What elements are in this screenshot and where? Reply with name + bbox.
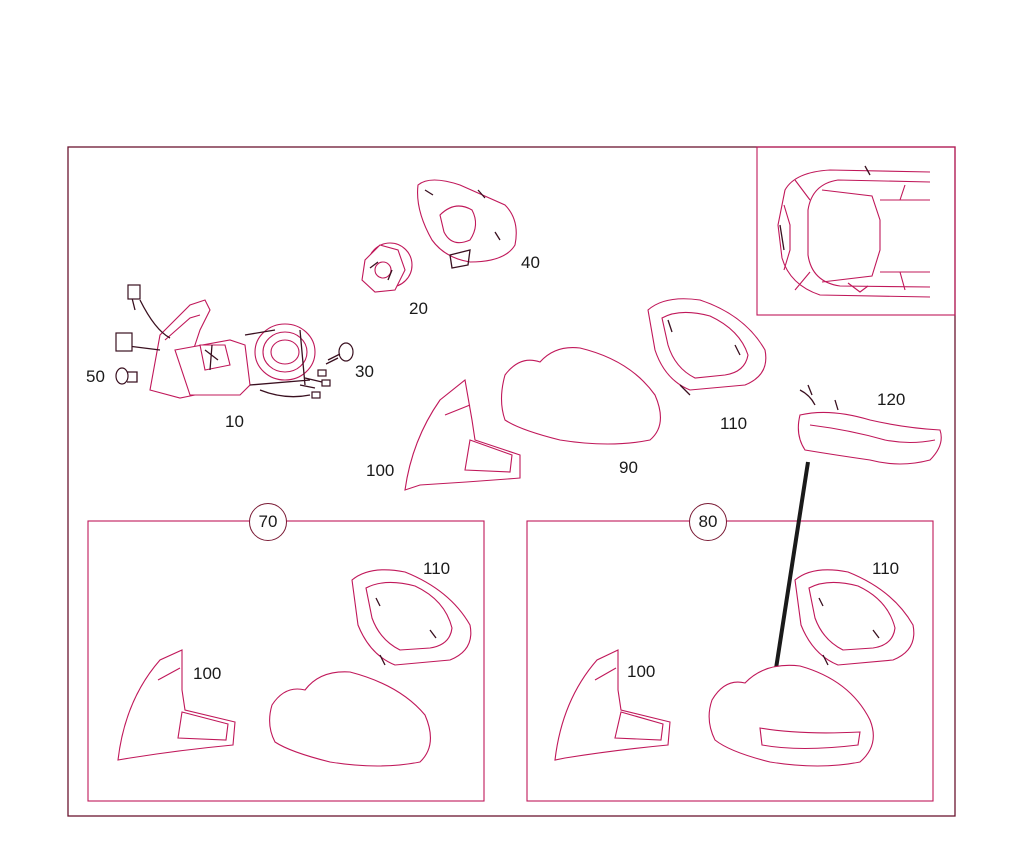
group-80-cover-cap xyxy=(708,664,874,767)
group-70-part-label-110: 110 xyxy=(423,559,451,578)
part-120-turn-signal xyxy=(797,384,942,465)
part-100-base-cover xyxy=(404,378,521,491)
group-70-part-label-100: 100 xyxy=(193,664,222,683)
part-40-mirror-glass xyxy=(417,179,517,269)
group-70-housing-frame xyxy=(351,569,472,666)
part-label-40: 40 xyxy=(521,253,540,272)
part-90-cover-cap xyxy=(500,347,661,445)
part-label-30: 30 xyxy=(355,362,374,381)
group-80-part-label-100: 100 xyxy=(627,662,656,681)
part-30-screw xyxy=(325,342,354,365)
car-locator-icon xyxy=(777,165,931,298)
part-label-50: 50 xyxy=(86,367,105,386)
part-label-20: 20 xyxy=(409,299,428,318)
part-label-110: 110 xyxy=(720,414,748,433)
part-label-120: 120 xyxy=(877,390,906,409)
part-label-100: 100 xyxy=(366,461,395,480)
part-label-10: 10 xyxy=(225,412,244,431)
part-50-screw xyxy=(115,367,138,385)
part-label-90: 90 xyxy=(619,458,638,477)
outer-frame xyxy=(67,146,956,817)
part-10-mirror-base xyxy=(115,284,331,399)
group-80-part-label-110: 110 xyxy=(872,559,900,578)
group-70-base-cover xyxy=(117,649,236,761)
part-20-motor xyxy=(361,242,413,293)
group-70-cover-cap xyxy=(269,671,431,767)
group-80-frame xyxy=(526,520,934,802)
group-label-70: 70 xyxy=(249,503,287,541)
part-110-housing-frame xyxy=(647,298,767,396)
locator-inset-frame xyxy=(756,146,956,316)
group-label-80: 80 xyxy=(689,503,727,541)
group-80-base-cover xyxy=(554,649,671,761)
group-80-housing-frame xyxy=(794,569,915,666)
